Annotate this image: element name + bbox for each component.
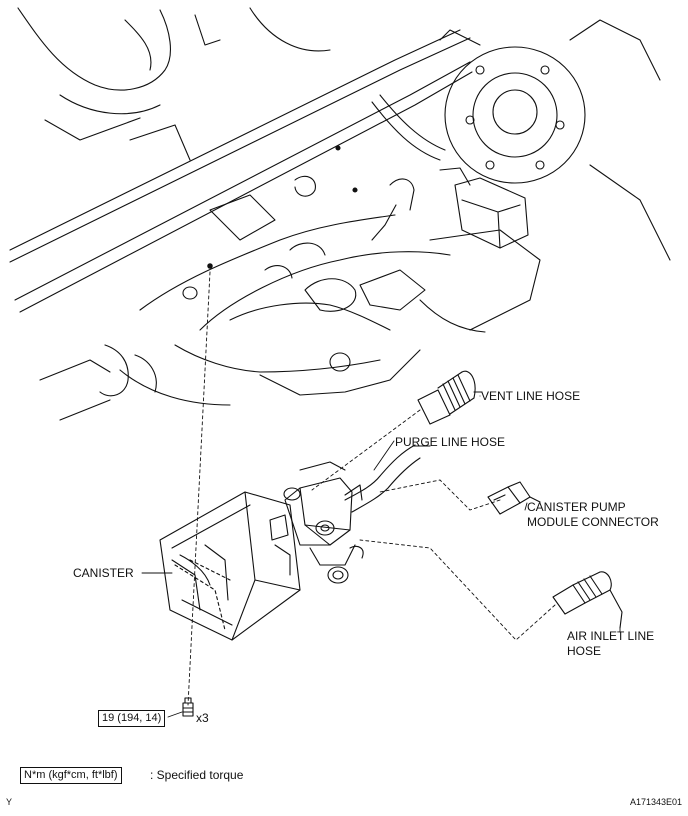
- mounting-bolt: [182, 697, 194, 717]
- torque-spec-box: 19 (194, 14): [98, 710, 166, 727]
- canister-assembly: [159, 461, 364, 641]
- installation-guide-lines: [187, 271, 556, 706]
- canister-pump-label-line1: CANISTER PUMP: [527, 500, 626, 514]
- purge-line-hose-label: PURGE LINE HOSE: [395, 435, 506, 449]
- purge-line-hose-part: [344, 444, 431, 513]
- figure-code: A171343E01: [630, 797, 683, 807]
- air-inlet-label-line1: AIR INLET LINE: [567, 629, 655, 643]
- footer-left-mark: Y: [6, 797, 13, 807]
- vent-line-hose-label: VENT LINE HOSE: [481, 389, 581, 403]
- vehicle-underbody-panel: [9, 7, 671, 421]
- legend-unit-box: N*m (kgf*cm, ft*lbf): [20, 767, 122, 784]
- bolt-quantity-label: x3: [196, 711, 209, 725]
- canister-label: CANISTER: [73, 566, 134, 580]
- vent-line-hose-part: [417, 370, 483, 425]
- air-inlet-label-line2: HOSE: [567, 644, 602, 658]
- legend-description: : Specified torque: [150, 768, 244, 782]
- air-inlet-hose-part: [552, 571, 623, 629]
- callout-leader-lines: [141, 395, 621, 718]
- canister-pump-connector-part: [487, 481, 541, 515]
- canister-pump-label-line2: MODULE CONNECTOR: [527, 515, 659, 529]
